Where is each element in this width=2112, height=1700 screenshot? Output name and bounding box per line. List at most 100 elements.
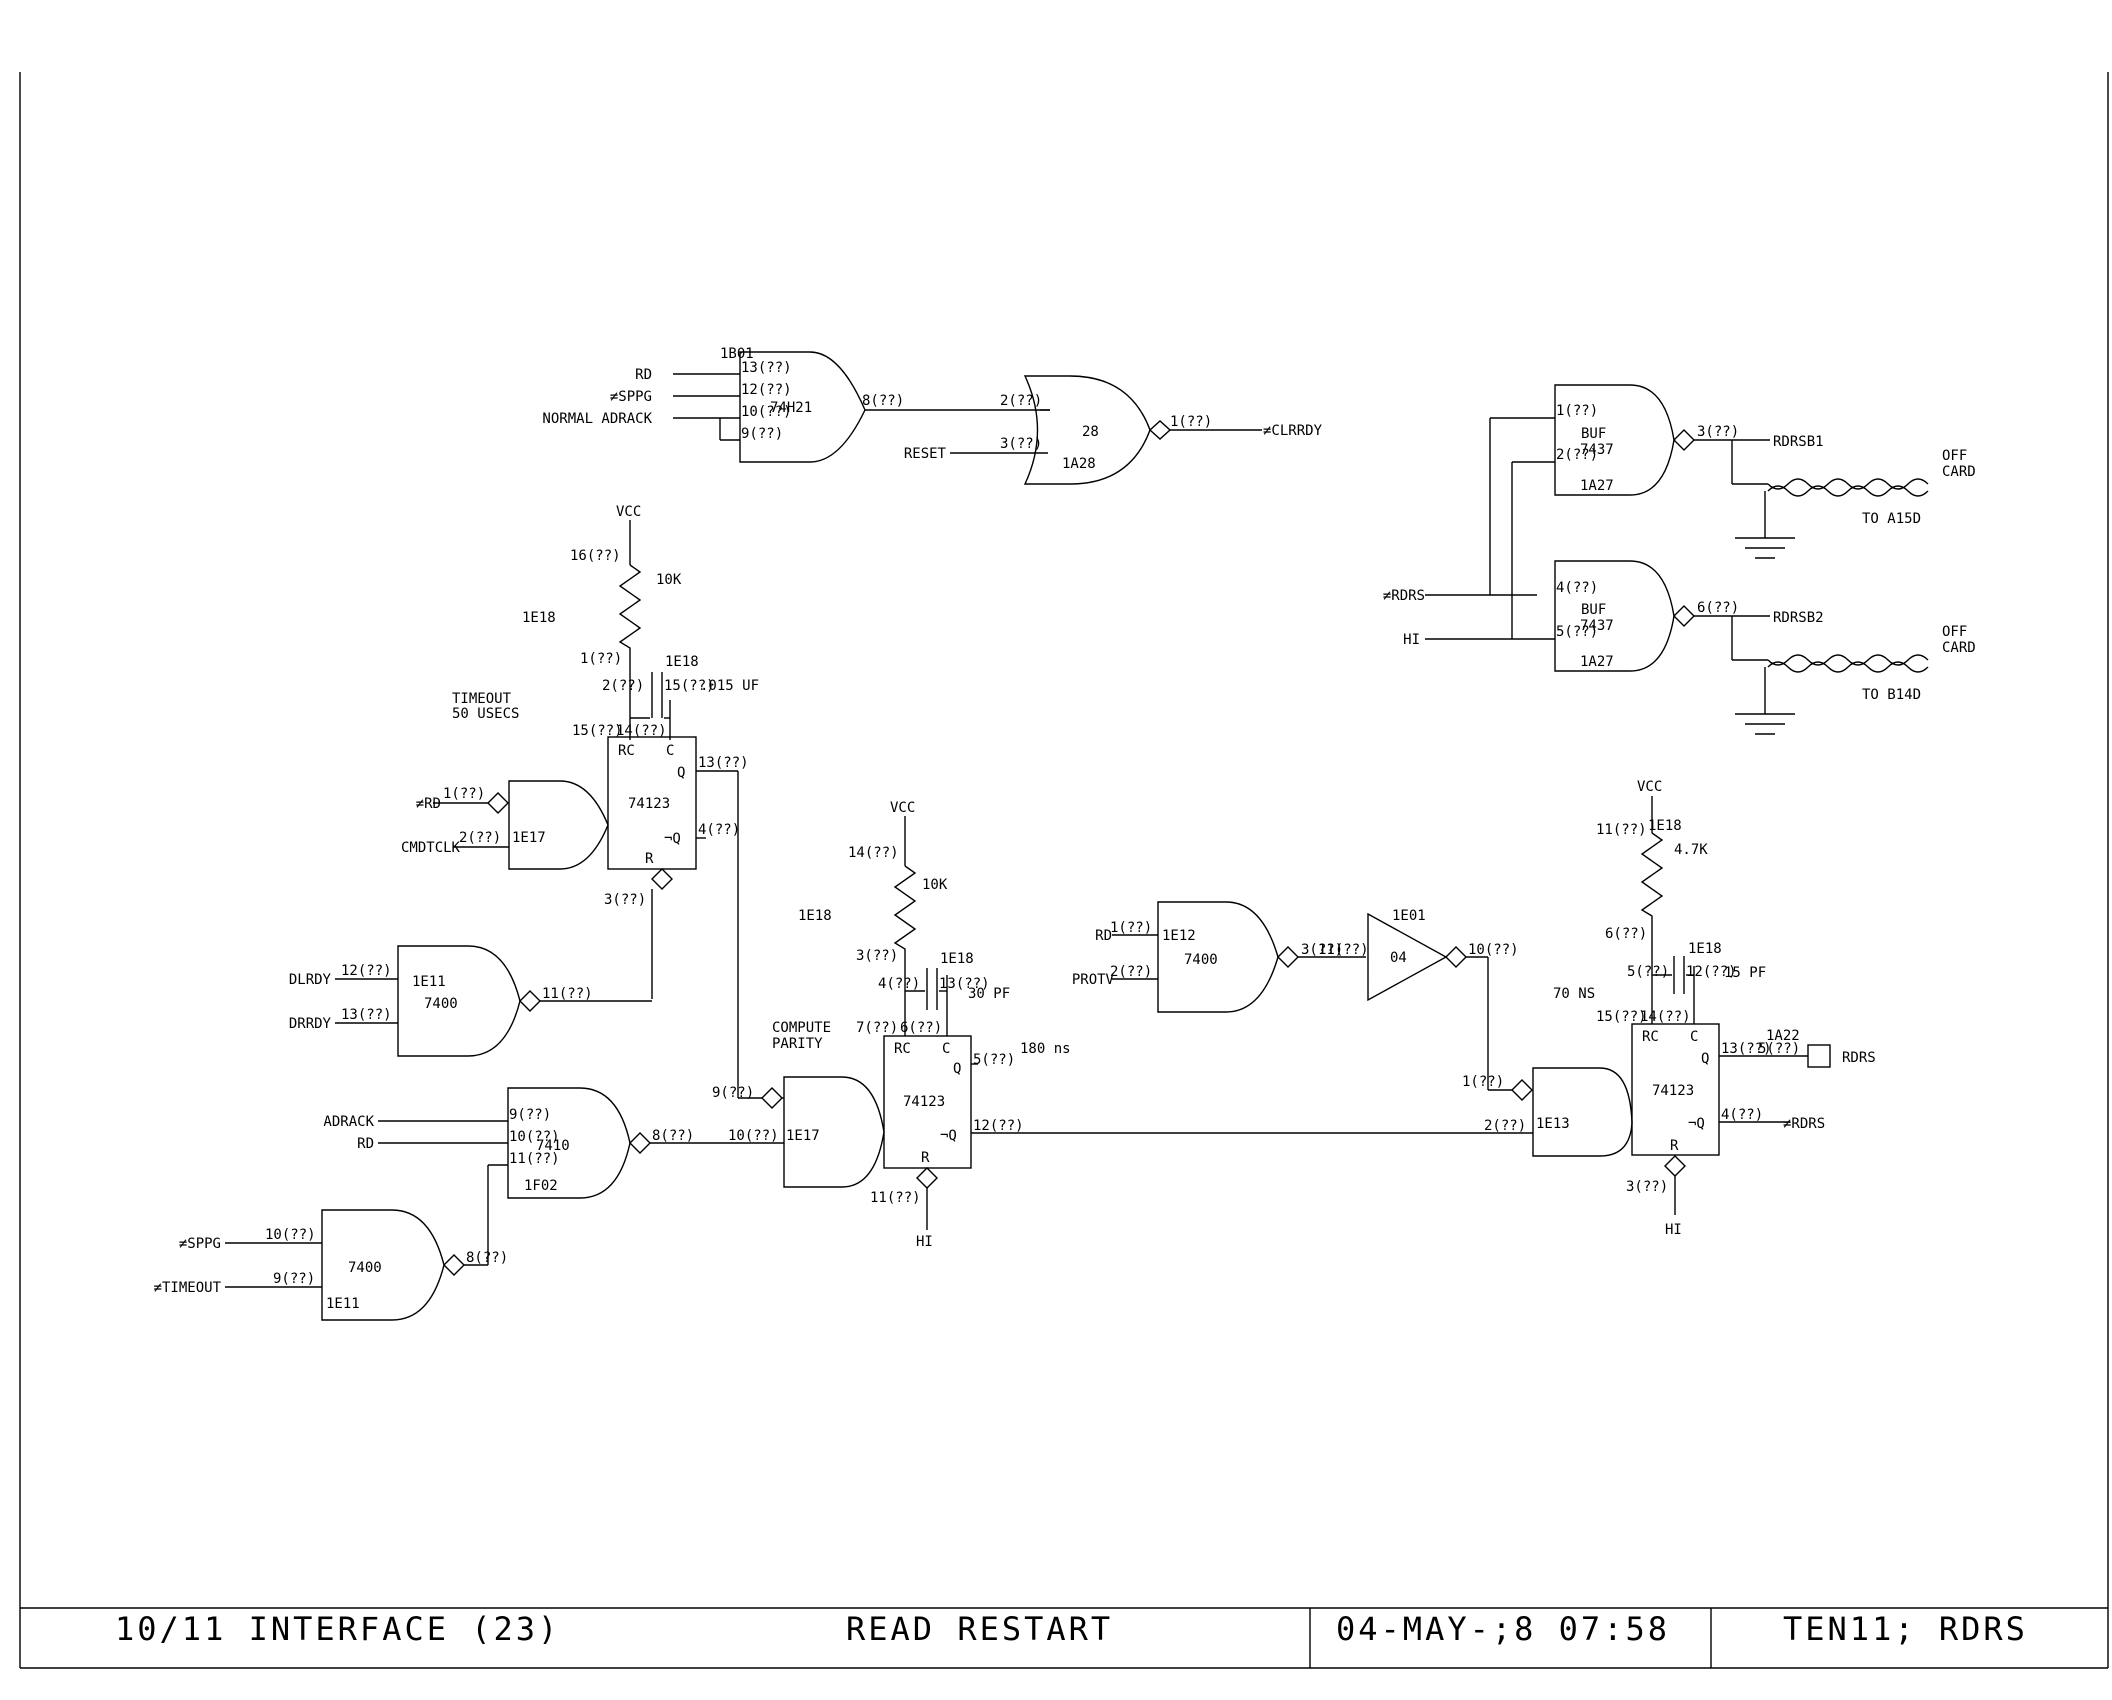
- pin-label: 11(??): [1596, 822, 1647, 838]
- timeout-oneshot: VCC 16(??) 10K 1E18 1(??) 1E18 2(??) 15(…: [452, 504, 762, 1099]
- gate-type: 7400: [348, 1260, 382, 1276]
- pin-label: Q: [953, 1061, 961, 1077]
- pin-label: 5(??): [973, 1052, 1015, 1068]
- pin-label: 3(??): [1000, 436, 1042, 452]
- vcc-label: VCC: [1637, 779, 1662, 795]
- pin-label: 2(??): [1556, 447, 1598, 463]
- note: COMPUTE: [772, 1020, 831, 1036]
- gate-type: 7400: [424, 996, 458, 1012]
- pin-label: 12(??): [1686, 964, 1737, 980]
- pin-label: 12(??): [741, 382, 792, 398]
- gate-type: 74H21: [770, 400, 812, 416]
- signal-label: DLRDY: [289, 972, 332, 988]
- pin-label: 3(??): [1301, 942, 1343, 958]
- gate-1f02: ADRACK RD 9(??) 10(??) 11(??) 7410 1F02 …: [323, 1087, 784, 1265]
- capacitor-value: 15 PF: [1724, 965, 1766, 981]
- pin-label: 4(??): [1721, 1107, 1763, 1123]
- pin-label: 11(??): [1318, 942, 1369, 958]
- pin-label: 8(??): [652, 1128, 694, 1144]
- gate-1e13: 1(??) 2(??) 1E13: [1462, 1067, 1633, 1157]
- off-card-note: OFF: [1942, 624, 1967, 640]
- pin-label: ¬Q: [664, 831, 681, 847]
- buffer-section: ≠RDRS HI 1(??) 2(??) BUF 7437 1A27 3(??)…: [1383, 384, 1976, 735]
- gate-type: 7437: [1580, 442, 1614, 458]
- gate-1a28: 2(??) 3(??) RESET 28 1A28 1(??) ≠CLRRDY: [904, 375, 1323, 485]
- component-ref: 1E18: [798, 908, 832, 924]
- destination-label: TO A15D: [1862, 511, 1921, 527]
- buffer-1: 1(??) 2(??) BUF 7437 1A27 3(??) RDRSB1 O…: [1490, 384, 1976, 559]
- pin-label: 11(??): [509, 1151, 560, 1167]
- pin-label: 6(??): [1697, 600, 1739, 616]
- signal-label: PROTV: [1072, 972, 1115, 988]
- pin-label: 14(??): [848, 845, 899, 861]
- rdrs-oneshot: VCC 11(??) 1E18 4.7K 6(??) 1E18 5(??) 12…: [1553, 779, 1876, 1238]
- signal-label: RDRS: [1842, 1050, 1876, 1066]
- signal-label: ≠RDRS: [1783, 1116, 1825, 1132]
- signal-label: ≠RD: [416, 796, 441, 812]
- gate-ref: 1F02: [524, 1178, 558, 1194]
- signal-label: RDRSB2: [1773, 610, 1824, 626]
- off-card-note: CARD: [1942, 640, 1976, 656]
- gate-ref: 1E01: [1392, 908, 1426, 924]
- gate-label: BUF: [1581, 426, 1606, 442]
- pin-label: 2(??): [1484, 1118, 1526, 1134]
- signal-label: ≠RDRS: [1383, 588, 1425, 604]
- signal-label: NORMAL ADRACK: [542, 411, 652, 427]
- pin-label: 3(??): [856, 948, 898, 964]
- pin-label: 14(??): [616, 723, 667, 739]
- pin-label: R: [921, 1150, 930, 1166]
- gate-ref: 1E17: [786, 1128, 820, 1144]
- inverter-1e01: 1E01 04 11(??) 10(??): [1318, 908, 1519, 1091]
- component-ref: 1E18: [1688, 941, 1722, 957]
- gate-ref: 1A27: [1580, 654, 1614, 670]
- pin-label: 13(??): [741, 360, 792, 376]
- pin-label: 2(??): [1110, 964, 1152, 980]
- signal-label: ADRACK: [323, 1114, 374, 1130]
- chip-type: 74123: [628, 796, 670, 812]
- pin-label: 12(??): [973, 1118, 1024, 1134]
- pin-label: 2(??): [602, 678, 644, 694]
- delay-note: 70 NS: [1553, 986, 1595, 1002]
- pin-label: 13(??): [939, 976, 990, 992]
- note: 50 USECS: [452, 706, 519, 722]
- pin-label: RC: [894, 1041, 911, 1057]
- drawing-id: TEN11; RDRS: [1783, 1610, 2028, 1648]
- pin-label: 4(??): [878, 976, 920, 992]
- gate-type: 04: [1390, 950, 1407, 966]
- pin-label: R: [1670, 1138, 1679, 1154]
- off-card-note: OFF: [1942, 448, 1967, 464]
- sheet-frame: [19, 72, 2109, 1669]
- pin-label: 4(??): [698, 822, 740, 838]
- gate-ref: 1E13: [1536, 1116, 1570, 1132]
- drawing-title: READ RESTART: [846, 1610, 1113, 1648]
- signal-label: CMDTCLK: [401, 840, 461, 856]
- pin-label: 8(??): [862, 393, 904, 409]
- pin-label: 10(??): [741, 404, 792, 420]
- gate-type: 7437: [1580, 618, 1614, 634]
- capacitor-value: 30 PF: [968, 986, 1010, 1002]
- note: TIMEOUT: [452, 691, 512, 707]
- hi-label: HI: [1665, 1222, 1682, 1238]
- pin-label: 9(??): [273, 1271, 315, 1287]
- project-title: 10/11 INTERFACE (23): [115, 1610, 560, 1648]
- gate-1e17-parity: COMPUTE PARITY 9(??) 10(??) 1E17: [712, 1020, 885, 1188]
- pin-label: 2(??): [459, 830, 501, 846]
- signal-label: HI: [1403, 632, 1420, 648]
- signal-label: DRRDY: [289, 1016, 332, 1032]
- gate-ref: 1E11: [412, 974, 446, 990]
- pin-label: 16(??): [570, 548, 621, 564]
- pin-label: R: [645, 851, 654, 867]
- delay-note: 180 ns: [1020, 1041, 1071, 1057]
- signal-label: RD: [1095, 928, 1112, 944]
- pin-label: 10(??): [1468, 942, 1519, 958]
- pin-label: 1(??): [1110, 920, 1152, 936]
- off-card-note: CARD: [1942, 464, 1976, 480]
- signal-label: RDRSB1: [1773, 434, 1824, 450]
- pin-label: C: [942, 1041, 950, 1057]
- pin-label: C: [666, 743, 674, 759]
- gate-label: BUF: [1581, 602, 1606, 618]
- pin-label: RC: [1642, 1029, 1659, 1045]
- gate-ref: 1A28: [1062, 456, 1096, 472]
- gate-type: 28: [1082, 424, 1099, 440]
